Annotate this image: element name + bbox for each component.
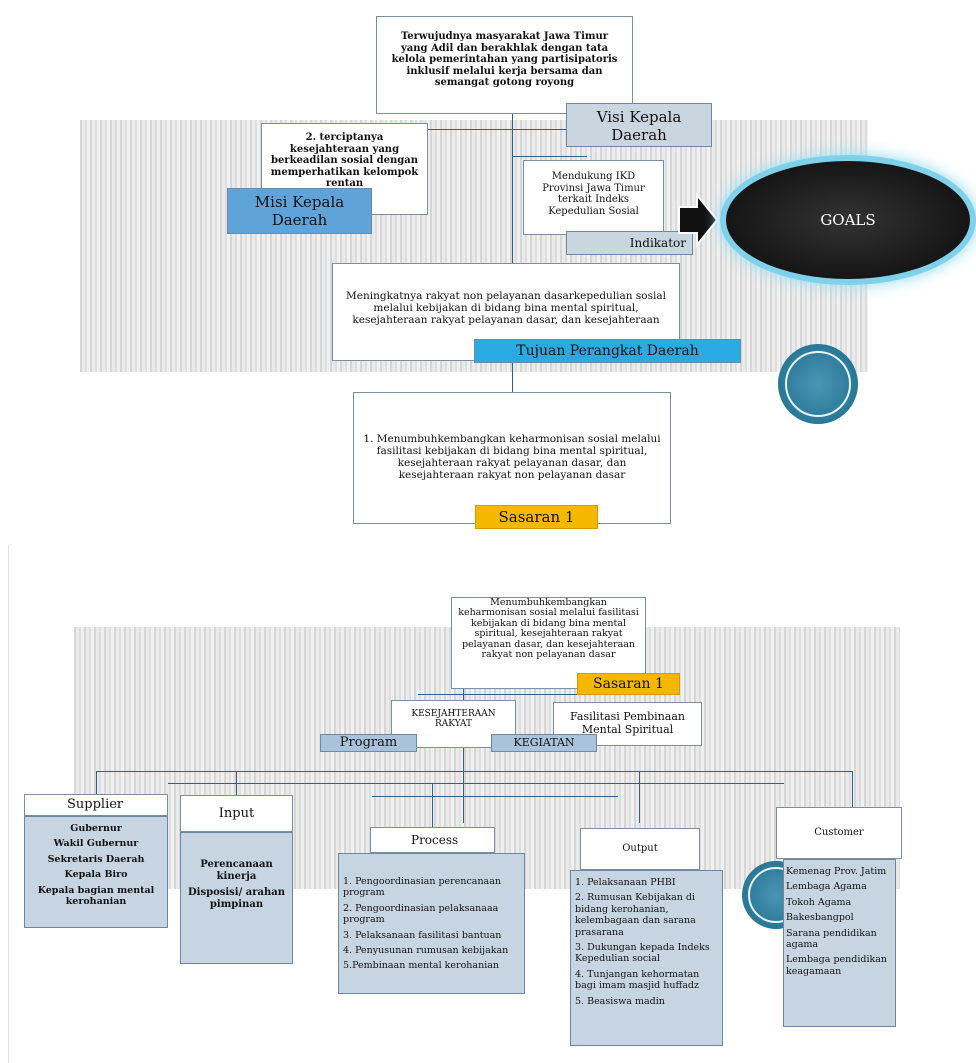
process-title: Process	[411, 833, 459, 847]
connector	[639, 771, 640, 823]
visi-label: Visi Kepala Daerah	[566, 103, 712, 147]
kegiatan-text: Fasilitasi Pembinaan Mental Spiritual	[570, 710, 685, 736]
list-item: 2. Pengoordinasian pelaksanaaa program	[343, 902, 499, 926]
program-text: KESEJAHTERAAN RAKYAT	[411, 709, 496, 730]
list-item: Tokoh Agama	[786, 896, 852, 908]
sasaran-label: Sasaran 1	[577, 673, 680, 695]
list-item: 1. Pengoordinasian perencanaan program	[343, 876, 502, 899]
sasaran-label-text: Sasaran 1	[498, 508, 575, 526]
list-item: 4. Tunjangan kehormatan bagi imam masjid…	[575, 968, 700, 992]
list-item: 1. Pelaksanaan PHBI	[575, 877, 676, 888]
sasaran-text: 1. Menumbuhkembangkan keharmonisan sosia…	[363, 433, 661, 482]
connector	[432, 783, 433, 827]
misi-box: 2. terciptanya kesejahteraan yang berkea…	[261, 123, 428, 215]
program-label: Program	[320, 734, 417, 752]
list-item: 3. Pelaksanaan fasilitasi bantuan	[343, 929, 502, 941]
tujuan-label-text: Tujuan Perangkat Daerah	[516, 343, 699, 359]
list-item: Disposisi/ arahan pimpinan	[187, 887, 285, 910]
connector	[852, 771, 853, 807]
list-item: Sarana pendidikan agama	[786, 927, 877, 950]
connector	[463, 685, 464, 823]
misi-label-text: Misi Kepala Daerah	[254, 193, 345, 229]
connector	[168, 783, 784, 784]
tujuan-text: Meningkatnya rakyat non pelayanan dasark…	[346, 290, 666, 327]
kegiatan-label-text: KEGIATAN	[513, 736, 575, 749]
supplier-title: Supplier	[67, 797, 124, 812]
program-label-text: Program	[339, 735, 398, 750]
output-header: Output	[580, 828, 700, 870]
list-item: 2. Rumusan Kebijakan di bidang kerohania…	[575, 892, 696, 938]
list-item: 5.Pembinaan mental kerohanian	[343, 960, 500, 972]
list-item: Lembaga pendidikan keagamaan	[786, 954, 888, 977]
indikator-label-text: Indikator	[629, 236, 686, 250]
input-header: Input	[180, 795, 293, 832]
list-item: Wakil Gubernur	[53, 838, 139, 850]
slide-visi-misi: Terwujudnya masyarakat Jawa Timur yang A…	[0, 8, 976, 533]
input-list: Perencanaan kinerja Disposisi/ arahan pi…	[180, 832, 293, 964]
supplier-list: Gubernur Wakil Gubernur Sekretaris Daera…	[24, 816, 168, 928]
misi-text: 2. terciptanya kesejahteraan yang berkea…	[270, 132, 419, 189]
connector	[329, 129, 599, 130]
output-list: 1. Pelaksanaan PHBI 2. Rumusan Kebijakan…	[570, 870, 723, 1046]
connector	[512, 108, 513, 263]
kegiatan-label: KEGIATAN	[491, 734, 597, 752]
visi-label-text: Visi Kepala Daerah	[596, 108, 682, 144]
sasaran-label: Sasaran 1	[475, 505, 598, 529]
list-item: Lembaga Agama	[786, 881, 867, 893]
list-item: Gubernur	[70, 823, 122, 834]
visi-box: Terwujudnya masyarakat Jawa Timur yang A…	[376, 16, 633, 114]
customer-header: Customer	[776, 807, 902, 859]
goals-label: GOALS	[820, 211, 876, 229]
list-item: 3. Dukungan kepada Indeks Kepedulian soc…	[575, 941, 710, 965]
list-item: Perencanaan kinerja	[200, 859, 273, 882]
process-list: 1. Pengoordinasian perencanaan program 2…	[338, 853, 525, 994]
sasaran-label-text: Sasaran 1	[593, 676, 664, 692]
connector	[512, 361, 513, 396]
list-item: Bakesbangpol	[786, 912, 854, 924]
list-item: Kepala bagian mental kerohanian	[37, 884, 155, 907]
visi-text: Terwujudnya masyarakat Jawa Timur yang A…	[391, 31, 618, 88]
list-item: 4. Penyusunan rumusan kebijakan	[343, 944, 509, 956]
customer-list: Kemenag Prov. Jatim Lembaga Agama Tokoh …	[783, 859, 896, 1027]
list-item: Kemenag Prov. Jatim	[786, 866, 887, 877]
connector	[96, 771, 852, 772]
sasaran-box: 1. Menumbuhkembangkan keharmonisan sosia…	[353, 392, 671, 524]
decorative-circle-icon	[778, 344, 858, 424]
connector	[512, 156, 587, 157]
connector	[372, 796, 618, 797]
supplier-header: Supplier	[24, 794, 168, 816]
indikator-label: Indikator	[566, 231, 693, 255]
goals-oval: GOALS	[726, 161, 970, 279]
connector	[96, 771, 97, 795]
slide-sipoc: Menumbuhkembangkan keharmonisan sosial m…	[0, 545, 976, 1063]
tujuan-label: Tujuan Perangkat Daerah	[474, 339, 741, 363]
process-header: Process	[370, 827, 495, 853]
connector	[418, 694, 625, 695]
indikator-box: Mendukung IKD Provinsi Jawa Timur terkai…	[523, 160, 664, 235]
list-item: Kepala Biro	[64, 869, 128, 881]
list-item: 5. Beasiswa madin	[575, 995, 665, 1007]
customer-title: Customer	[814, 827, 864, 838]
arrow-right-icon	[678, 193, 719, 247]
sasaran-text: Menumbuhkembangkan keharmonisan sosial m…	[458, 597, 639, 661]
indikator-text: Mendukung IKD Provinsi Jawa Timur terkai…	[542, 171, 645, 217]
input-title: Input	[218, 806, 255, 821]
list-item: Sekretaris Daerah	[47, 853, 145, 865]
misi-label: Misi Kepala Daerah	[227, 188, 372, 234]
output-title: Output	[622, 843, 658, 854]
